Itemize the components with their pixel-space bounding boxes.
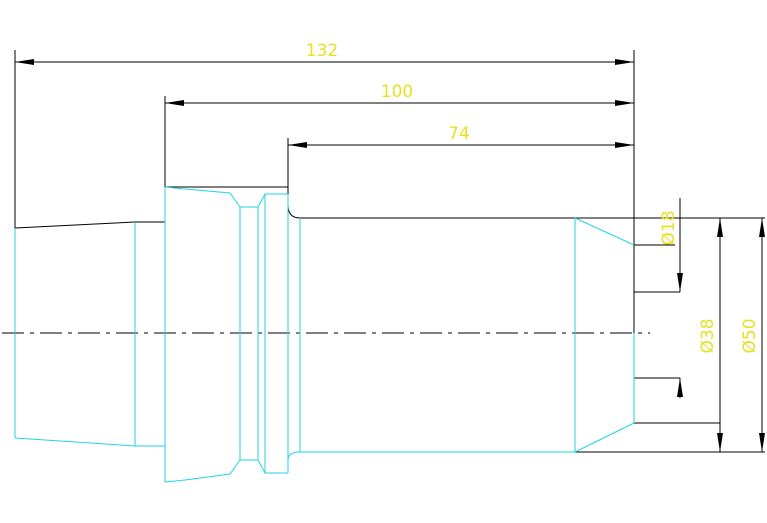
dim-arrow bbox=[288, 142, 307, 148]
dim-arrow bbox=[759, 433, 765, 452]
dim-arrow bbox=[165, 100, 184, 106]
dim-arrow bbox=[759, 218, 765, 237]
dim-arrow bbox=[717, 433, 723, 452]
dim-arrow bbox=[717, 218, 723, 237]
dim-arrow bbox=[615, 100, 634, 106]
dimension-label-74: 74 bbox=[448, 124, 470, 144]
dimension-dia50: Ø50 bbox=[740, 218, 765, 452]
dim-arrow bbox=[677, 273, 683, 292]
dimension-132: 132 bbox=[14, 41, 635, 333]
dimension-label-dia18: Ø18 bbox=[659, 210, 679, 245]
dim-arrow bbox=[615, 142, 634, 148]
dimension-label-100: 100 bbox=[381, 82, 413, 102]
dimension-label-dia38: Ø38 bbox=[698, 318, 718, 353]
dimension-label-dia50: Ø50 bbox=[740, 318, 760, 353]
dimension-label-132: 132 bbox=[306, 41, 338, 61]
dim-arrow bbox=[15, 59, 34, 65]
dimension-74: 74 bbox=[287, 124, 634, 200]
part-black-edges bbox=[14, 186, 765, 453]
dim-arrow bbox=[677, 378, 683, 397]
dimension-dia18: Ø18 bbox=[659, 198, 683, 398]
dimension-dia38: Ø38 bbox=[698, 218, 723, 452]
dimension-100: 100 bbox=[164, 82, 634, 228]
dim-arrow bbox=[615, 59, 634, 65]
part-cyan-outline bbox=[14, 186, 635, 483]
